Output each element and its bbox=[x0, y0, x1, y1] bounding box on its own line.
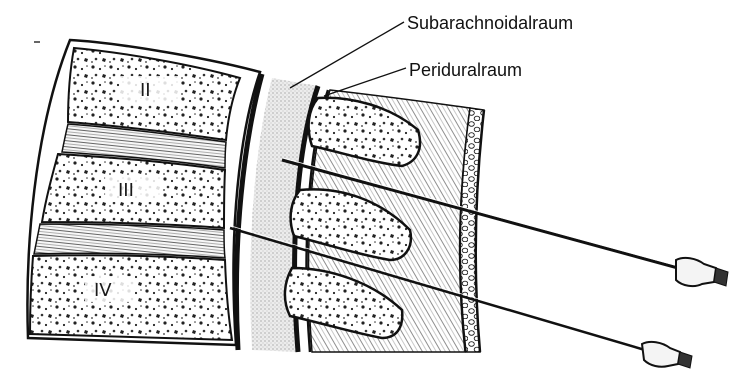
peridural-space-label: Periduralraum bbox=[409, 61, 522, 79]
leader-line-subarachnoid bbox=[290, 22, 404, 88]
intervertebral-disc-iii-iv bbox=[34, 224, 225, 258]
leader-line-peridural bbox=[324, 68, 406, 96]
vertebra-label-iii: III bbox=[118, 180, 134, 201]
vertebra-label-iv: IV bbox=[94, 280, 112, 301]
vertebra-label-ii: II bbox=[140, 80, 151, 101]
subarachnoid-space-label: Subarachnoidalraum bbox=[407, 14, 573, 32]
